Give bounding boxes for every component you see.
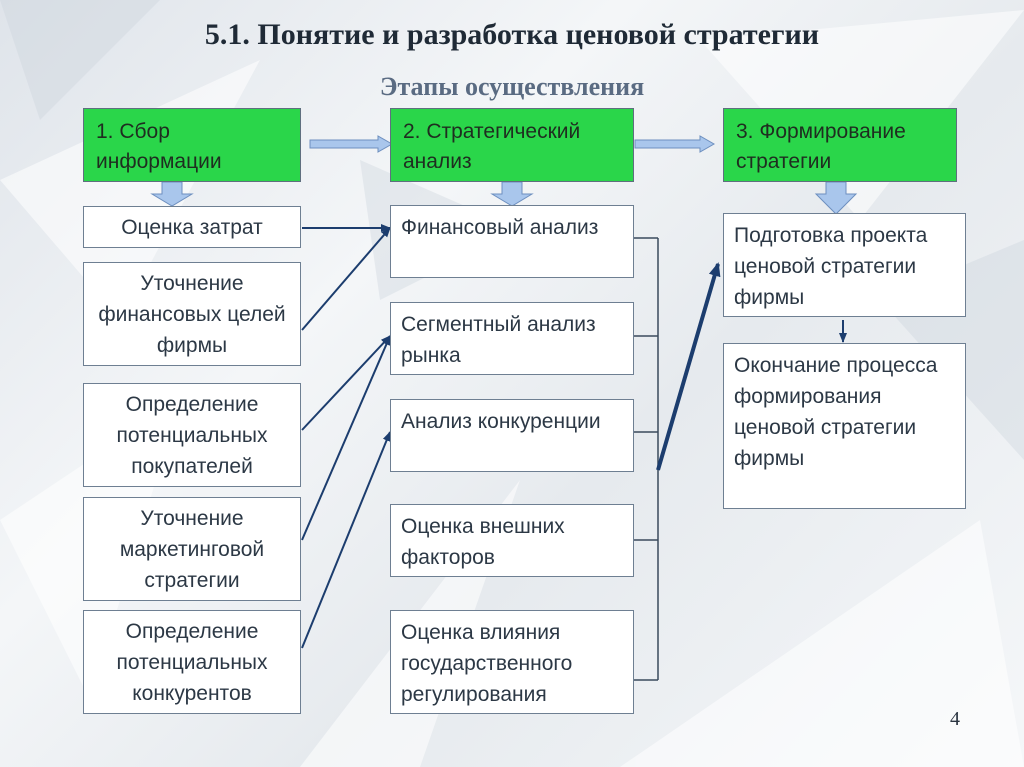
step-potential-buyers: Определение потенциальных покупателей xyxy=(83,383,301,487)
stage-arrow-1-2 xyxy=(309,135,394,153)
stage-box-3: 3. Формирование стратегии xyxy=(723,108,957,182)
link-analysis-to-preparation xyxy=(656,262,721,471)
stage-box-2: 2. Стратегический анализ xyxy=(390,108,634,182)
step-strategy-completion: Окончание процесса формирования ценовой … xyxy=(723,343,966,509)
step-government-regulation: Оценка влияния государственного регулиро… xyxy=(390,610,634,714)
link-competitors-to-competition xyxy=(301,431,391,649)
page-title: 5.1. Понятие и разработка ценовой страте… xyxy=(204,18,820,51)
analysis-bracket xyxy=(634,237,659,681)
stage-arrow-2-3 xyxy=(634,135,716,153)
stage-box-1: 1. Сбор информации xyxy=(83,108,301,182)
step-segment-analysis: Сегментный анализ рынка xyxy=(390,302,634,375)
step-financial-goals: Уточнение финансовых целей фирмы xyxy=(83,262,301,366)
page-number: 4 xyxy=(950,708,960,730)
down-arrow-stage-3 xyxy=(814,181,858,215)
step-external-factors: Оценка внешних факторов xyxy=(390,504,634,577)
step-cost-estimation: Оценка затрат xyxy=(83,206,301,248)
step-financial-analysis: Финансовый анализ xyxy=(390,205,634,278)
link-marketing-to-segment xyxy=(301,335,391,541)
down-arrow-stage-2 xyxy=(490,181,534,207)
step-marketing-strategy: Уточнение маркетинговой стратегии xyxy=(83,497,301,601)
step-strategy-preparation: Подготовка проекта ценовой стратегии фир… xyxy=(723,213,966,317)
step-competition-analysis: Анализ конкуренции xyxy=(390,399,634,472)
link-buyers-to-segment xyxy=(301,335,391,431)
link-goals-to-financial xyxy=(301,227,391,331)
down-arrow-stage-1 xyxy=(150,181,194,207)
page-subtitle: Этапы осуществления xyxy=(379,72,645,101)
step-potential-competitors: Определение потенциальных конкурентов xyxy=(83,610,301,714)
